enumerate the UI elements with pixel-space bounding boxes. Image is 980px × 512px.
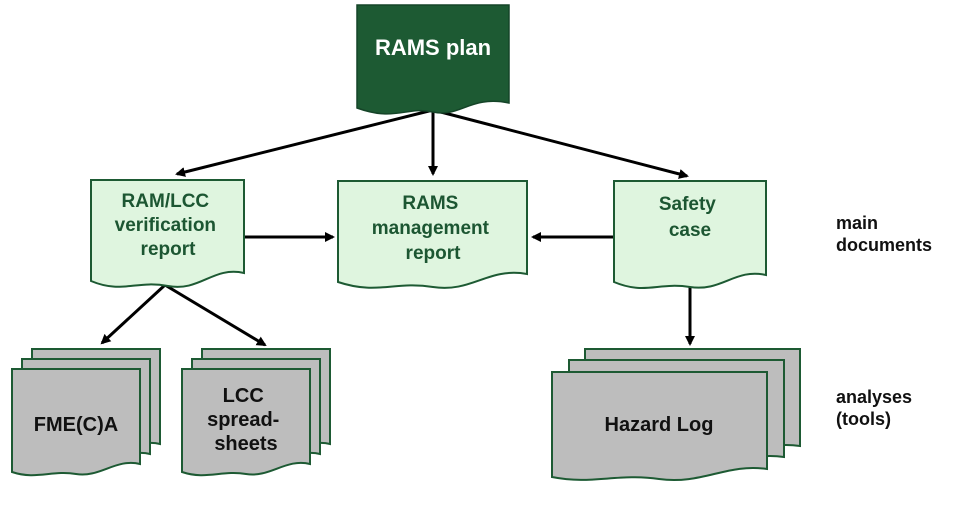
lcc-label-line-2: spread- (207, 409, 279, 431)
lcc-label-line-1: LCC (223, 385, 264, 407)
hazard-log-tool-stack: Hazard Log (551, 348, 801, 481)
analyses-tools-label-line-1: analyses (836, 387, 912, 407)
rams-plan-label: RAMS plan (375, 35, 491, 60)
management-label-line-2: management (372, 218, 490, 239)
safety-case-label-line-1: Safety (659, 194, 716, 215)
connector-arrows (100, 108, 695, 347)
hazard-log-label: Hazard Log (605, 414, 714, 436)
ram-lcc-label-line-3: report (141, 239, 197, 260)
main-documents-label-line-2: documents (836, 235, 932, 255)
fmeca-tool-stack: FME(C)A (11, 348, 161, 477)
svg-text:Safety case: Safety case (659, 194, 721, 241)
management-label-line-3: report (406, 243, 462, 264)
arrow-ramlcc-to-fmeca (100, 283, 167, 345)
rams-plan-document: RAMS plan (356, 4, 510, 115)
fmeca-label: FME(C)A (34, 414, 118, 436)
svg-text:analyses (tools): analyses (tools) (836, 387, 917, 429)
arrow-plan-to-safety (432, 108, 689, 179)
analyses-tools-label-line-2: (tools) (836, 409, 891, 429)
svg-text:RAM/LCC verification: RAM/LCC verification report (115, 191, 222, 260)
ram-lcc-label-line-1: RAM/LCC (122, 191, 210, 212)
arrow-ramlcc-to-lcc (164, 283, 267, 347)
ram-lcc-verification-report-document: RAM/LCC verification report (90, 179, 245, 288)
lcc-spreadsheets-tool-stack: LCC spread- sheets (181, 348, 331, 477)
safety-case-document: Safety case (613, 180, 767, 289)
main-documents-label-line-1: main (836, 213, 878, 233)
management-label-line-1: RAMS (402, 193, 458, 214)
ram-lcc-label-line-2: verification (115, 215, 216, 236)
arrow-plan-to-ramlcc (175, 108, 434, 177)
rams-management-report-document: RAMS management report (337, 180, 528, 289)
svg-text:main documents: main documents (836, 213, 932, 255)
safety-case-label-line-2: case (669, 220, 711, 241)
lcc-label-line-3: sheets (214, 433, 277, 455)
svg-text:LCC spread- sheets: LCC spread- sheets (207, 385, 285, 455)
svg-text:RAMS management re: RAMS management report (372, 193, 494, 264)
